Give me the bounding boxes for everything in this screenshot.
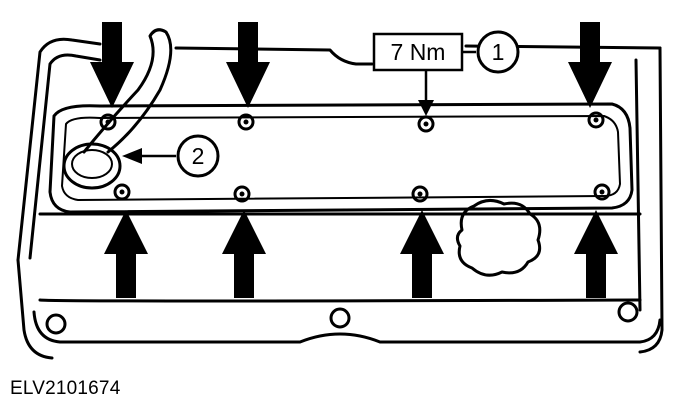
bolt [233, 185, 251, 203]
bolt [411, 185, 429, 203]
cover-left-lower [16, 258, 54, 360]
breather-port [62, 142, 122, 190]
bolt [587, 111, 605, 129]
cover-left-edge [16, 37, 102, 262]
breather-hose-outer [82, 28, 173, 154]
rail-upper-inner [61, 115, 621, 201]
callout-1: 1 [476, 30, 520, 74]
bolt [593, 183, 611, 201]
cover-top-edge [174, 46, 374, 66]
bolt [237, 113, 255, 131]
bolt [417, 115, 435, 133]
cover-front-lower [38, 298, 642, 303]
oil-filler-cap [455, 199, 542, 277]
torque-callout: 7 Nm [372, 32, 476, 116]
arrow-down-icon [226, 22, 270, 108]
flange-bolt [329, 307, 351, 329]
callout-2-number: 2 [192, 143, 205, 169]
callout-1-number: 1 [492, 39, 505, 65]
cover-bottom-flange [32, 310, 662, 344]
arrow-down-icon [568, 22, 612, 108]
flange-bolt [45, 313, 67, 335]
cover-left-inner-edge [28, 53, 102, 260]
arrow-up-icon [574, 210, 618, 298]
bolt [113, 183, 131, 201]
arrow-up-icon [222, 210, 266, 298]
arrow-down-icon [90, 22, 134, 108]
callout-2: 2 [122, 134, 220, 178]
cover-right-inner-edge [634, 58, 642, 312]
arrow-up-icon [400, 210, 444, 298]
cover-right-edge [638, 46, 664, 354]
figure-code: ELV2101674 [10, 378, 121, 399]
rail-upper [48, 102, 634, 214]
breather-port-inner [71, 149, 113, 179]
flange-bolt [617, 301, 639, 323]
arrow-up-icon [104, 210, 148, 298]
torque-label: 7 Nm [391, 39, 446, 65]
bolt [99, 113, 117, 131]
